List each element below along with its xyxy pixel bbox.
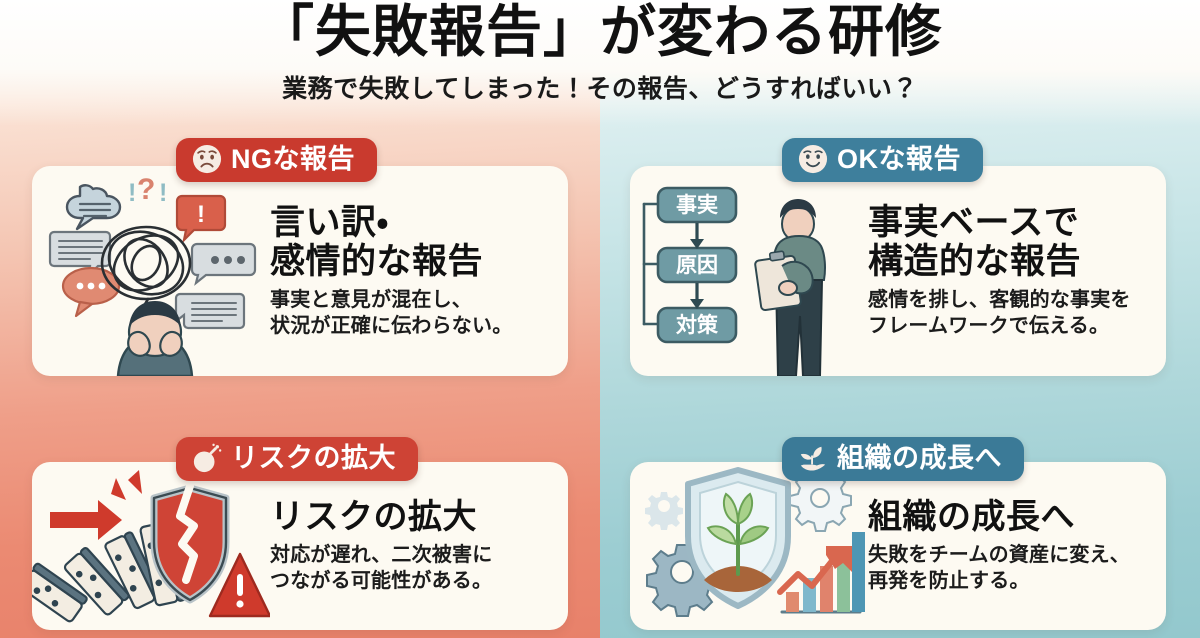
- badge-organizational-growth[interactable]: 組織の成長へ: [782, 437, 1024, 481]
- page-title: 「失敗報告」が変わる研修: [258, 0, 942, 63]
- card-heading: 組織の成長へ: [868, 497, 1075, 536]
- card-heading: リスクの拡大: [270, 497, 477, 536]
- svg-text:!: !: [197, 201, 205, 228]
- card-ok-report[interactable]: 事実 原因 対策: [630, 166, 1166, 376]
- card-text-risk-expansion: リスクの拡大 対応が遅れ、二次被害に つながる可能性がある。: [270, 498, 568, 594]
- svg-text:?: ?: [137, 173, 155, 206]
- card-body: 事実と意見が混在し、 状況が正確に伝わらない。: [270, 289, 513, 338]
- card-heading: 事実ベースで 構造的な報告: [868, 202, 1082, 281]
- card-heading: 言い訳・ 感情的な報告: [270, 202, 484, 281]
- falling-dominoes-cracked-shield-illustration: [32, 462, 270, 630]
- badge-ng-report[interactable]: NGな報告: [176, 138, 377, 182]
- card-text-organizational-growth: 組織の成長へ 失敗をチームの資産に変え、 再発を防止する。: [868, 498, 1166, 594]
- card-body: 感情を排し、客観的な事実を フレームワークで伝える。: [868, 289, 1131, 338]
- confused-person-speech-bubbles-illustration: ! ? ! !: [32, 166, 270, 376]
- badge-ok-report[interactable]: OKな報告: [782, 138, 983, 182]
- shield-plant-gears-growth-chart-illustration: [630, 462, 868, 630]
- svg-text:!: !: [128, 179, 136, 207]
- card-body: 失敗をチームの資産に変え、 再発を防止する。: [868, 544, 1130, 593]
- badge-label: NGな報告: [231, 143, 355, 174]
- badge-risk-expansion[interactable]: リスクの拡大: [176, 437, 418, 481]
- smiling-face-emoji: [798, 144, 828, 174]
- card-body: 対応が遅れ、二次被害に つながる可能性がある。: [270, 544, 493, 593]
- card-text-ng-report: 言い訳・ 感情的な報告 事実と意見が混在し、 状況が正確に伝わらない。: [270, 203, 568, 339]
- bomb-emoji: [193, 443, 222, 473]
- badge-label: リスクの拡大: [231, 442, 396, 473]
- worried-face-emoji: [192, 144, 222, 174]
- card-risk-expansion[interactable]: リスクの拡大 対応が遅れ、二次被害に つながる可能性がある。: [32, 462, 568, 630]
- background-header-wash: [0, 0, 1200, 126]
- page-subtitle: 業務で失敗してしまった！その報告、どうすればいい？: [282, 75, 918, 104]
- card-text-ok-report: 事実ベースで 構造的な報告 感情を排し、客観的な事実を フレームワークで伝える。: [868, 203, 1166, 339]
- flow-step-3-label: 対策: [676, 313, 719, 337]
- badge-label: 組織の成長へ: [837, 442, 1002, 473]
- flow-step-1-label: 事実: [676, 193, 718, 217]
- flow-step-2-label: 原因: [676, 254, 718, 277]
- badge-label: OKな報告: [837, 143, 961, 174]
- seedling-in-hand-emoji: [800, 446, 826, 471]
- card-organizational-growth[interactable]: 組織の成長へ 失敗をチームの資産に変え、 再発を防止する。: [630, 462, 1166, 630]
- svg-text:!: !: [159, 179, 167, 207]
- header: 「失敗報告」が変わる研修 業務で失敗してしまった！その報告、どうすればいい？: [0, 0, 1200, 105]
- flowchart-person-clipboard-illustration: 事実 原因 対策: [630, 166, 868, 376]
- card-ng-report[interactable]: ! ? ! !: [32, 166, 568, 376]
